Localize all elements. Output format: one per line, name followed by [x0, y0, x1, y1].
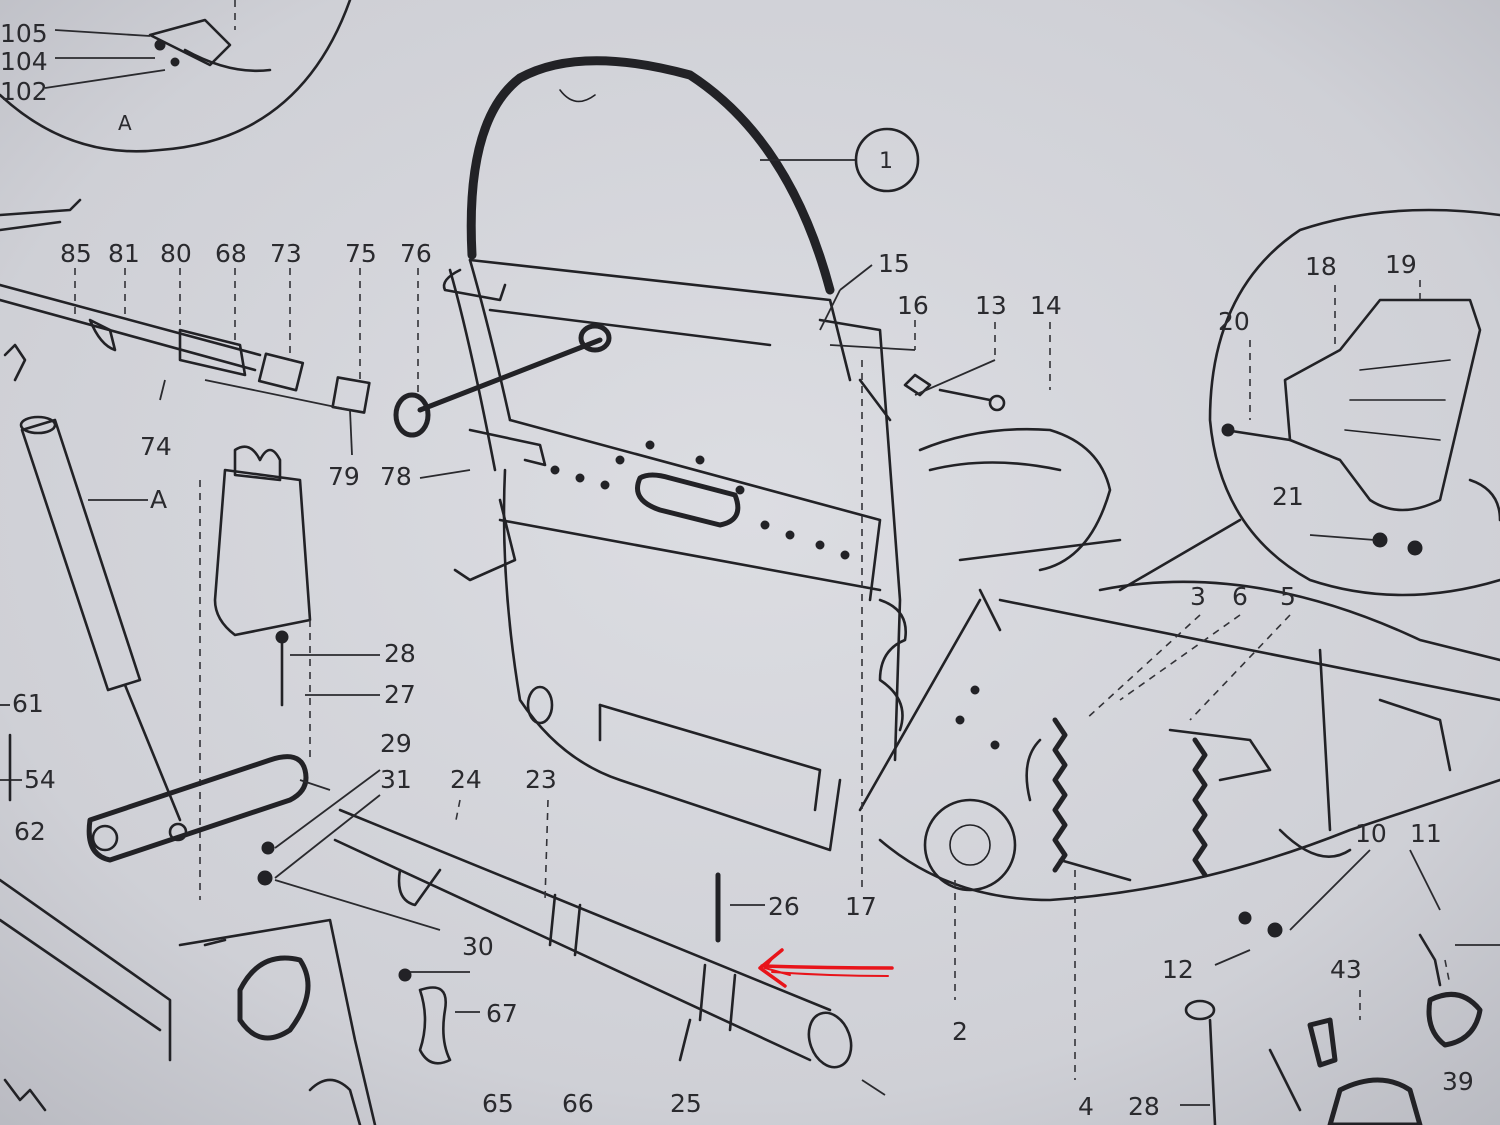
inset-label-105: 105 — [0, 19, 48, 48]
label-13: 13 — [975, 291, 1007, 320]
label-27: 27 — [384, 680, 416, 709]
label-26: 26 — [768, 892, 800, 921]
callout-1-label: 1 — [879, 149, 893, 174]
label-76: 76 — [400, 239, 432, 268]
label-81: 81 — [108, 239, 140, 268]
label-4: 4 — [1078, 1092, 1094, 1121]
inset-label-20: 20 — [1218, 307, 1250, 336]
label-31: 31 — [380, 765, 412, 794]
inset-label-21: 21 — [1272, 482, 1304, 511]
label-14: 14 — [1030, 291, 1062, 320]
lever-arm — [0, 704, 309, 1112]
label-43: 43 — [1330, 955, 1362, 984]
inset-label-102: 102 — [0, 77, 48, 106]
label-79: 79 — [328, 462, 360, 491]
label-75: 75 — [345, 239, 377, 268]
label-a: A — [150, 485, 167, 514]
label-29: 29 — [380, 729, 412, 758]
label-78: 78 — [380, 462, 412, 491]
leaders-upper-right — [819, 264, 1291, 1080]
label-73: 73 — [270, 239, 302, 268]
inset-detail-right: 18 19 20 21 — [1118, 208, 1500, 597]
inset-label-18: 18 — [1305, 252, 1337, 281]
inset-label-19: 19 — [1385, 250, 1417, 279]
main-tube — [333, 799, 886, 1096]
label-3: 3 — [1190, 582, 1206, 611]
inset-detail-top-left: 105 104 102 A — [0, 0, 352, 153]
label-62: 62 — [14, 817, 46, 846]
pin-26 — [715, 872, 765, 943]
label-15: 15 — [878, 249, 910, 278]
label-6: 6 — [1232, 582, 1248, 611]
bottom-bracket — [178, 918, 377, 1125]
label-24: 24 — [450, 765, 482, 794]
label-67: 67 — [486, 999, 518, 1028]
label-39: 39 — [1442, 1067, 1474, 1096]
label-10: 10 — [1355, 819, 1387, 848]
label-25: 25 — [670, 1089, 702, 1118]
inset-label-104: 104 — [0, 47, 48, 76]
label-16: 16 — [897, 291, 929, 320]
label-65: 65 — [482, 1089, 514, 1118]
label-11: 11 — [1410, 819, 1442, 848]
door-frame — [417, 56, 908, 852]
label-61: 61 — [12, 689, 44, 718]
label-85: 85 — [60, 239, 92, 268]
small-fasteners — [257, 769, 441, 931]
label-80: 80 — [160, 239, 192, 268]
label-28-upper: 28 — [384, 639, 416, 668]
label-2: 2 — [952, 1017, 968, 1046]
red-annotation-arrow — [758, 948, 894, 988]
label-74: 74 — [140, 432, 172, 461]
label-66: 66 — [562, 1089, 594, 1118]
callout-circle-1: 1 — [760, 127, 920, 193]
gas-strut — [19, 415, 182, 822]
label-28-lower: 28 — [1128, 1092, 1160, 1121]
part-number-labels: 85 81 80 68 73 75 76 74 79 78 A 15 16 13… — [12, 239, 1474, 1121]
label-54: 54 — [24, 765, 56, 794]
linkage-rod-assembly — [0, 198, 471, 479]
clip-67 — [398, 968, 480, 1065]
label-68: 68 — [215, 239, 247, 268]
bracket-plate — [199, 445, 380, 900]
bottom-right-parts — [1180, 849, 1500, 1125]
label-5: 5 — [1280, 582, 1296, 611]
label-23: 23 — [525, 765, 557, 794]
inset-label-a: A — [118, 111, 132, 135]
label-12: 12 — [1162, 955, 1194, 984]
label-30: 30 — [462, 932, 494, 961]
label-17: 17 — [845, 892, 877, 921]
